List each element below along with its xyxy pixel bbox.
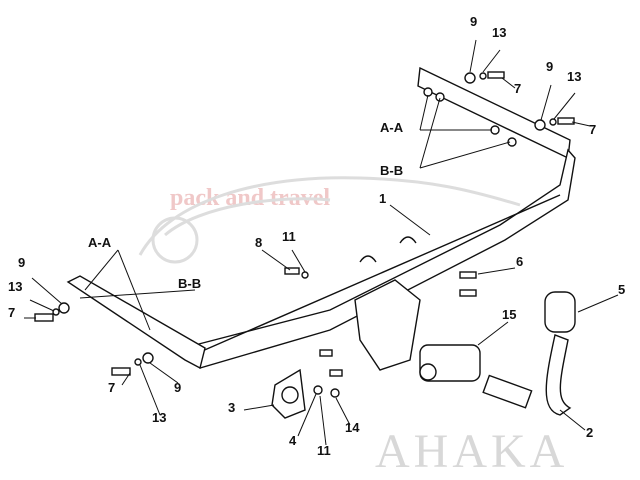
callout-9: 9 <box>470 14 478 29</box>
callout-8: 8 <box>255 235 263 250</box>
callout-9: 9 <box>174 380 182 395</box>
callout-6: 6 <box>516 254 524 269</box>
callout-13: 13 <box>492 25 507 40</box>
leader-lines <box>24 39 619 446</box>
callout-7: 7 <box>8 305 16 320</box>
ball-neck <box>545 334 572 416</box>
watermark-car-logo <box>138 176 521 264</box>
callout-9: 9 <box>18 255 26 270</box>
callout-15: 15 <box>502 307 517 322</box>
section-a-a-left: A-A <box>88 235 112 250</box>
callout-14: 14 <box>345 420 360 435</box>
callout-4: 4 <box>289 433 297 448</box>
callout-7: 7 <box>108 380 116 395</box>
callout-3: 3 <box>228 400 236 415</box>
fasteners <box>34 71 575 398</box>
section-b-b-left: B-B <box>178 276 202 291</box>
section-b-b-right: B-B <box>380 163 404 178</box>
callout-5: 5 <box>618 282 626 297</box>
callout-1: 1 <box>379 191 387 206</box>
main-beam <box>194 148 576 369</box>
ball-cap <box>544 291 576 333</box>
callout-7: 7 <box>514 81 522 96</box>
callout-9: 9 <box>546 59 554 74</box>
callout-13: 13 <box>152 410 167 425</box>
callout-11: 11 <box>317 443 331 458</box>
callout-2: 2 <box>586 425 594 440</box>
section-a-a-right: A-A <box>380 120 404 135</box>
callout-7: 7 <box>589 122 597 137</box>
callout-13: 13 <box>567 69 582 84</box>
callout-13: 13 <box>8 279 23 294</box>
center-bracket <box>354 279 421 371</box>
watermark-brand: AHAKA <box>375 425 569 478</box>
crossbar <box>417 66 571 160</box>
left-side-arm <box>66 275 206 370</box>
callout-11: 11 <box>282 229 296 244</box>
